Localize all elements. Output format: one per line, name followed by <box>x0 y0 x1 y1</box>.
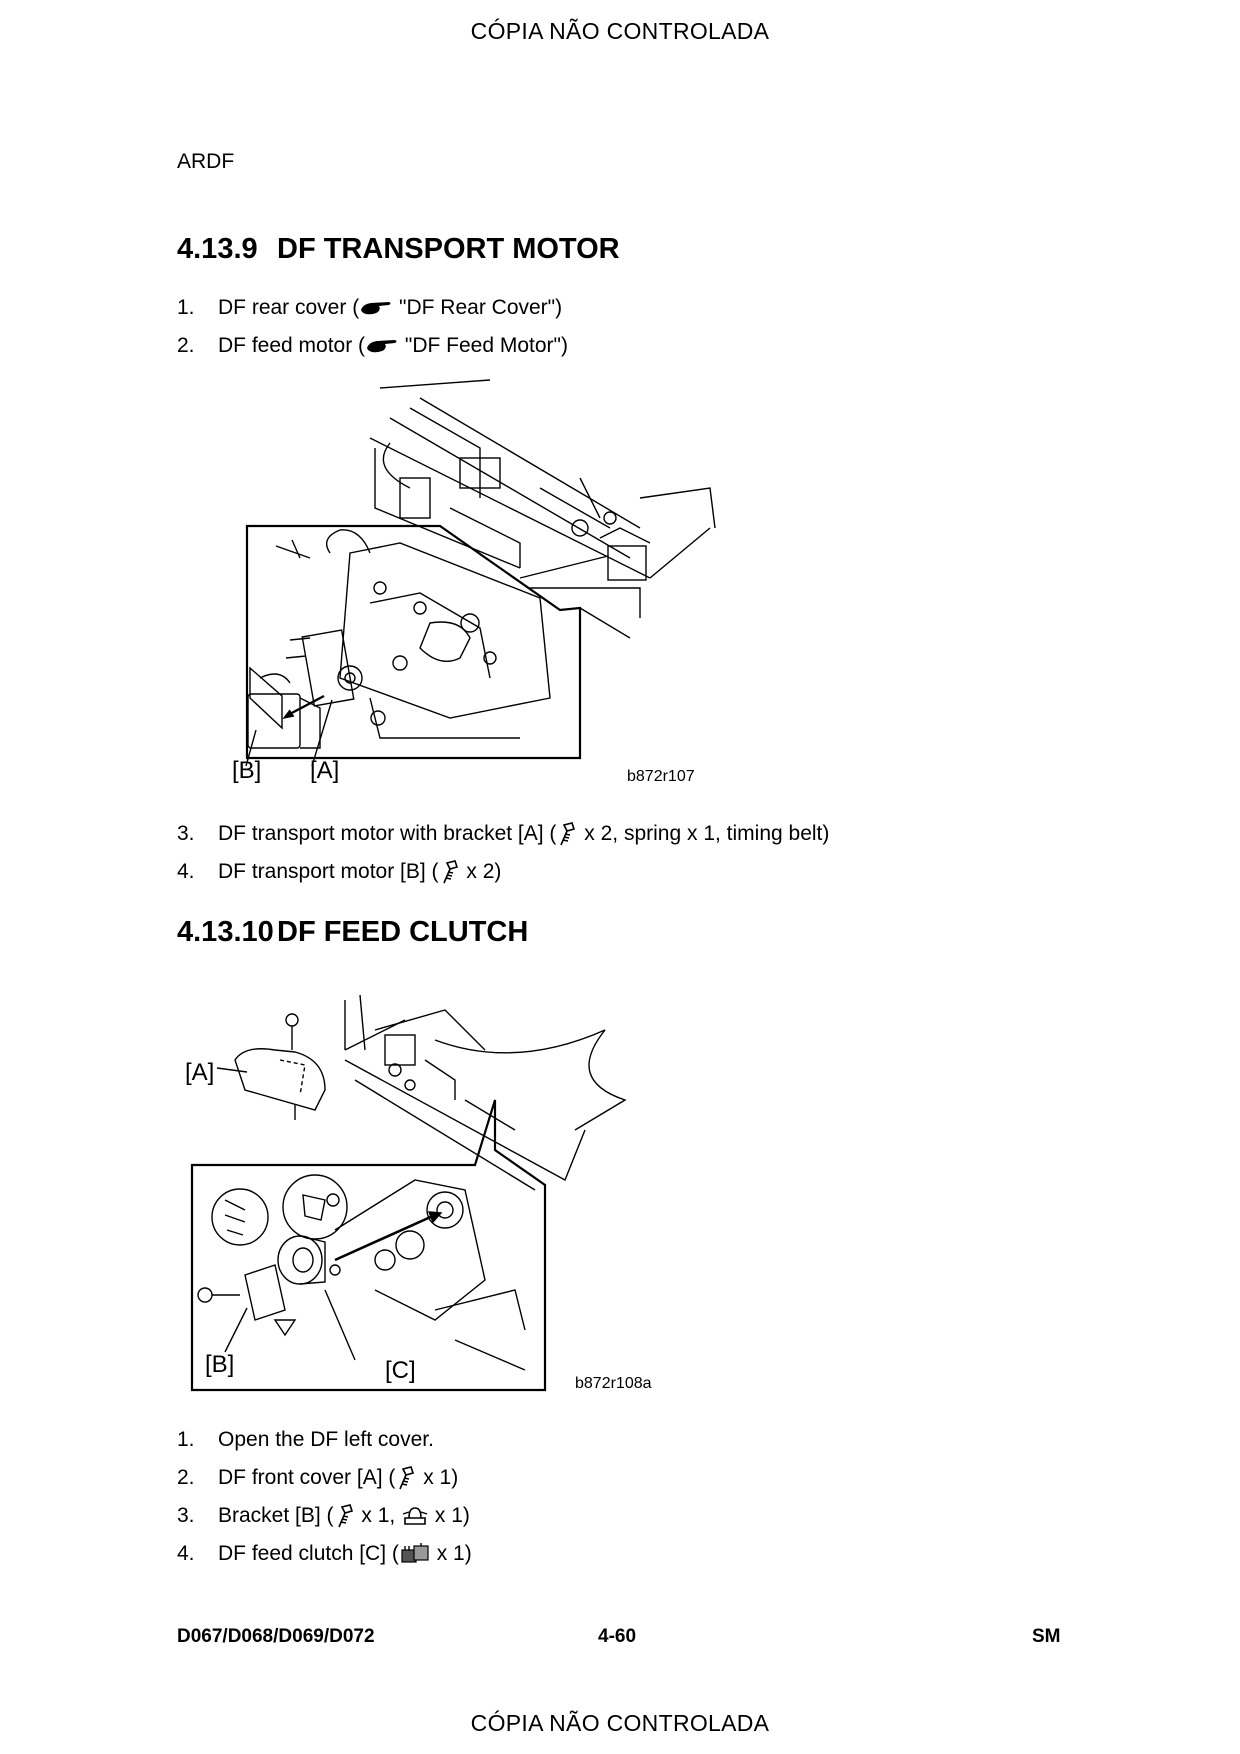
step-text: x 1) <box>417 1466 459 1489</box>
figure-code: b872r108a <box>575 1375 652 1392</box>
list-item: 1. Open the DF left cover. <box>177 1421 472 1459</box>
step-text: x 1, <box>355 1504 402 1527</box>
step-number: 2. <box>177 1466 195 1489</box>
callout-b: [B] <box>205 1351 234 1378</box>
figure-code: b872r107 <box>627 768 695 785</box>
section-heading-transport-motor: 4.13.9 DF TRANSPORT MOTOR <box>177 233 620 266</box>
step-number: 4. <box>177 1542 195 1565</box>
step-number: 2. <box>177 334 195 357</box>
screw-icon <box>337 1504 353 1528</box>
machine-line-art <box>190 994 627 1392</box>
step-text: x 1) <box>430 1542 472 1565</box>
list-item: 3. Bracket [B] ( x 1, x 1) <box>177 1497 472 1535</box>
list-item: 2. DF front cover [A] ( x 1) <box>177 1459 472 1497</box>
step-text: x 1) <box>429 1504 470 1527</box>
step-number: 1. <box>177 1428 195 1451</box>
list-item: 1. DF rear cover ( "DF Rear Cover") <box>177 289 568 327</box>
machine-line-art <box>245 379 716 767</box>
step-text: DF transport motor [B] ( <box>218 860 439 883</box>
step-text: x 2, spring x 1, timing belt) <box>578 822 830 845</box>
footer-model-numbers: D067/D068/D069/D072 <box>177 1626 375 1647</box>
callout-a: [A] <box>185 1059 214 1086</box>
transport-motor-steps-before: 1. DF rear cover ( "DF Rear Cover") 2. DF … <box>177 289 568 365</box>
transport-motor-figure: [B] [A] b872r107 <box>232 379 716 785</box>
connector-icon <box>401 1543 429 1564</box>
step-text: "DF Rear Cover") <box>393 296 563 319</box>
step-number: 3. <box>177 1504 195 1527</box>
screw-icon <box>560 822 576 846</box>
section-title: DF TRANSPORT MOTOR <box>277 233 620 265</box>
callout-b: [B] <box>232 757 261 784</box>
screw-icon <box>399 1466 415 1490</box>
step-number: 4. <box>177 860 195 883</box>
footer-page-number: 4-60 <box>598 1626 637 1647</box>
watermark-bottom: CÓPIA NÃO CONTROLADA <box>470 1710 770 1736</box>
list-item: 3.DF transport motor with bracket [A] ( … <box>177 815 829 853</box>
step-text: x 2) <box>460 860 502 883</box>
feed-clutch-steps: 1. Open the DF left cover. 2. DF front cov… <box>177 1421 472 1573</box>
step-text: DF front cover [A] ( <box>218 1466 396 1489</box>
step-text: DF transport motor with bracket [A] ( <box>218 822 557 845</box>
section-title: DF FEED CLUTCH <box>277 916 529 948</box>
step-text: "DF Feed Motor") <box>399 334 568 357</box>
list-item: 4. DF feed clutch [C] ( x 1) <box>177 1535 472 1573</box>
screw-icon <box>442 860 458 884</box>
list-item: 2. DF feed motor ( "DF Feed Motor") <box>177 327 568 365</box>
section-number: 4.13.10 <box>177 916 274 948</box>
section-label: ARDF <box>177 150 235 173</box>
step-text: DF feed clutch [C] ( <box>218 1542 399 1565</box>
footer-manual-code: SM <box>1032 1626 1061 1647</box>
pointing-hand-icon <box>367 340 397 353</box>
harness-clamp-icon <box>402 1507 428 1526</box>
watermark-top: CÓPIA NÃO CONTROLADA <box>470 18 770 44</box>
callout-c: [C] <box>385 1357 416 1384</box>
section-number: 4.13.9 <box>177 233 258 265</box>
step-text: DF rear cover ( <box>218 296 360 319</box>
step-text: Open the DF left cover. <box>218 1428 434 1451</box>
list-item: 4. DF transport motor [B] ( x 2) <box>177 853 829 891</box>
feed-clutch-figure: [A] [B] [C] b872r108a <box>185 994 652 1392</box>
step-number: 3. <box>177 822 195 845</box>
step-text: DF feed motor ( <box>218 334 366 357</box>
transport-motor-steps-after: 3.DF transport motor with bracket [A] ( … <box>177 815 829 891</box>
pointing-hand-icon <box>361 302 391 315</box>
callout-a: [A] <box>310 757 339 784</box>
step-number: 1. <box>177 296 195 319</box>
step-text: Bracket [B] ( <box>218 1504 334 1527</box>
